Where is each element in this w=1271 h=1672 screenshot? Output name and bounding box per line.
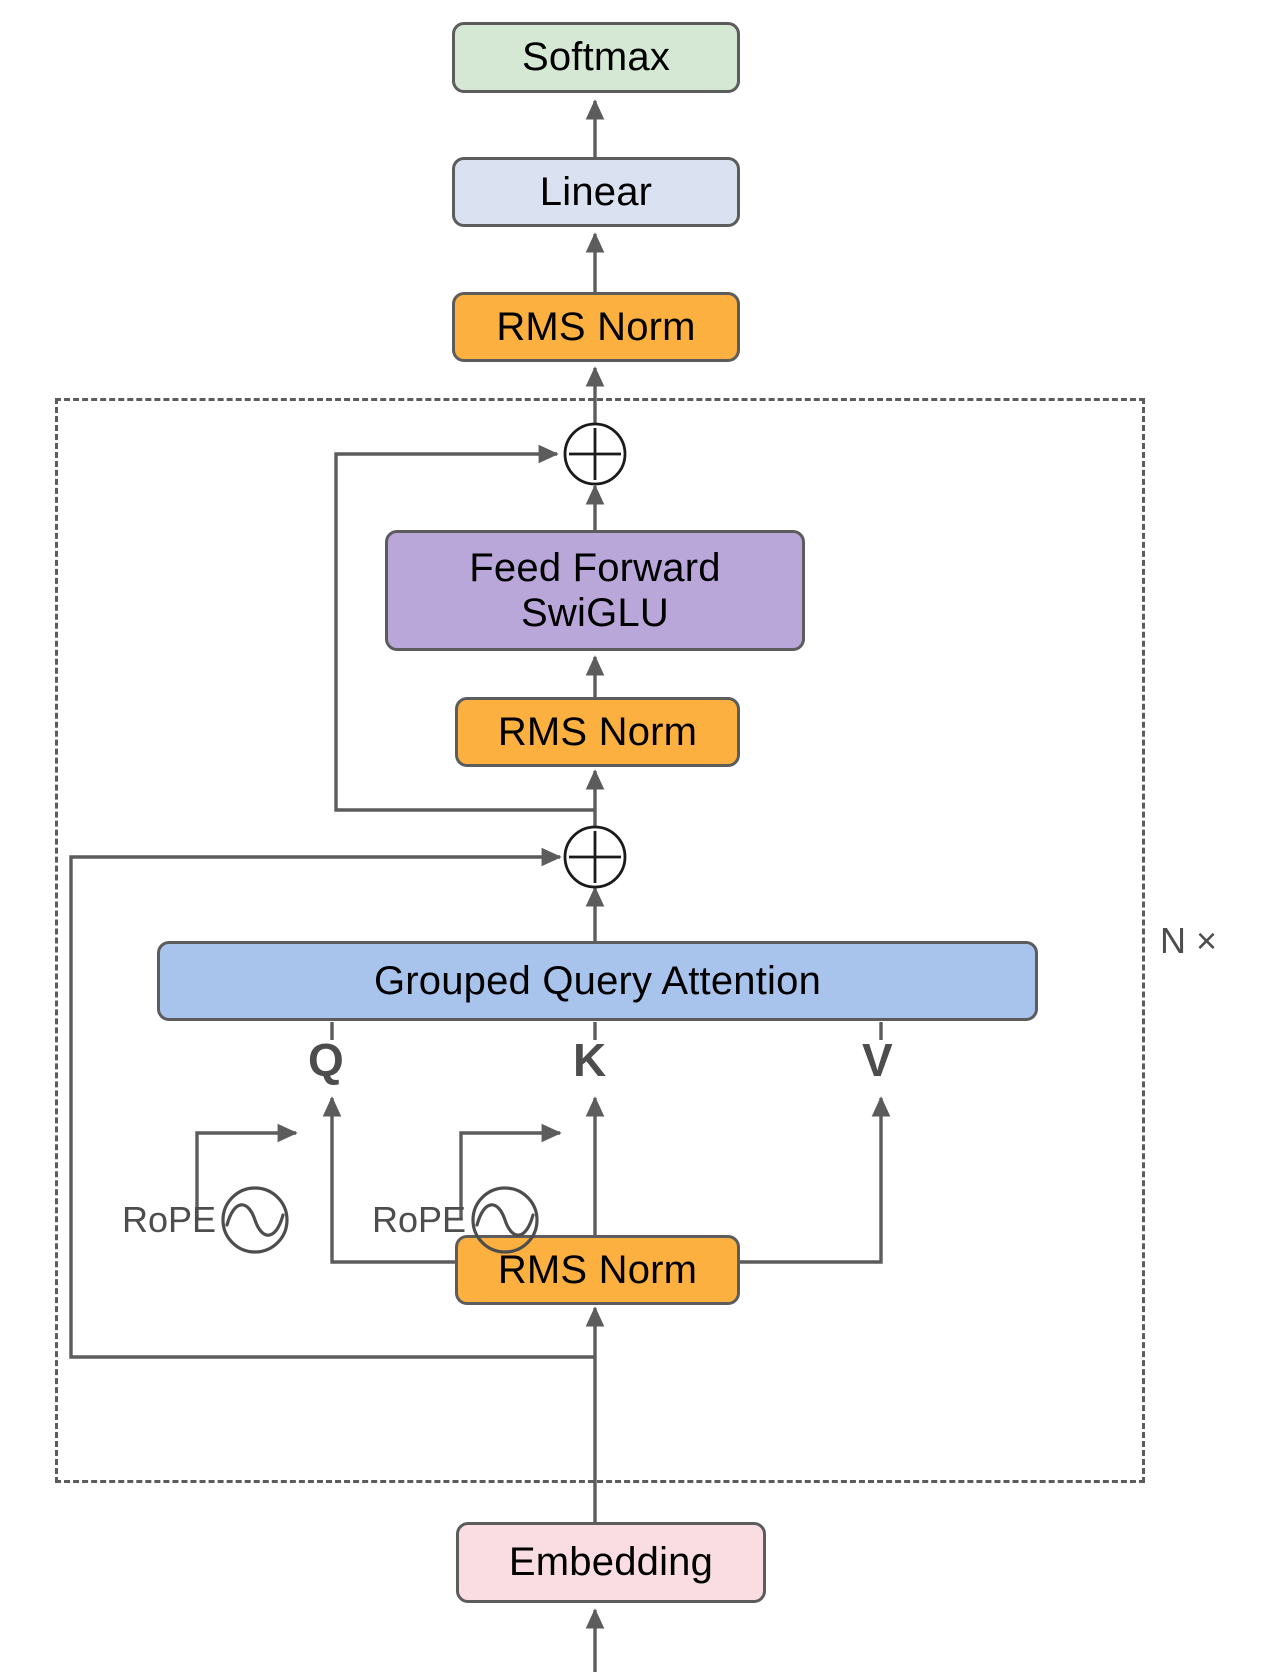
label-query: Q — [308, 1034, 344, 1086]
plus-circle-icon — [563, 825, 627, 889]
label-value: V — [862, 1034, 893, 1086]
node-grouped-query-attention[interactable]: Grouped Query Attention — [157, 941, 1038, 1021]
rope-key-label: RoPE — [372, 1199, 467, 1240]
rope-key-group[interactable]: RoPE — [372, 1185, 540, 1255]
node-rms-norm-feedforward[interactable]: RMS Norm — [455, 697, 740, 767]
label-key: K — [573, 1034, 607, 1086]
node-embedding[interactable]: Embedding — [456, 1522, 766, 1603]
rope-sine-circle-icon — [471, 1186, 539, 1254]
node-rms-norm-final[interactable]: RMS Norm — [452, 292, 740, 362]
repeated-block-outline — [55, 398, 1145, 1483]
repeat-count-label: N × — [1160, 920, 1218, 961]
node-softmax[interactable]: Softmax — [452, 22, 740, 93]
rope-query-label: RoPE — [122, 1199, 217, 1240]
node-rms-norm-attention[interactable]: RMS Norm — [455, 1235, 740, 1305]
node-feed-forward-swiglu[interactable]: Feed Forward SwiGLU — [385, 530, 805, 651]
rope-sine-circle-icon — [221, 1186, 289, 1254]
residual-add-feedforward[interactable] — [562, 421, 628, 487]
residual-add-attention[interactable] — [562, 824, 628, 890]
rope-query-group[interactable]: RoPE — [122, 1185, 290, 1255]
node-linear[interactable]: Linear — [452, 157, 740, 227]
plus-circle-icon — [563, 422, 627, 486]
